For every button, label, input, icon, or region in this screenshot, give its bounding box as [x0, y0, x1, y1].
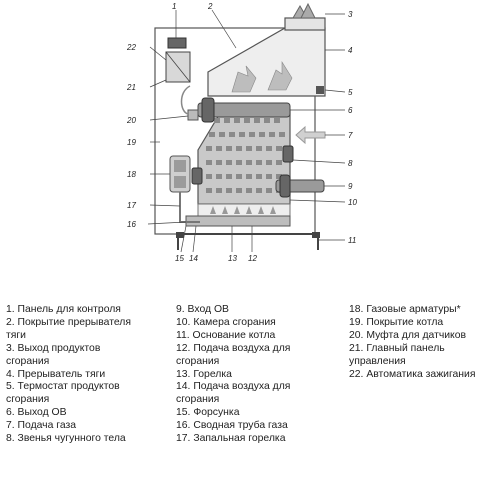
- legend-item: тяги: [6, 329, 26, 341]
- legend-item: управления: [349, 355, 406, 367]
- callout-21: 21: [126, 83, 136, 92]
- legend-item: сгорания: [176, 394, 220, 406]
- callout-4: 4: [348, 46, 353, 55]
- callout-14: 14: [189, 254, 198, 263]
- callout-5: 5: [348, 88, 353, 97]
- control-panel: [167, 37, 187, 49]
- body-side-nut: [191, 167, 203, 185]
- leader-lines: [147, 9, 346, 253]
- legend-item: 8. Звенья чугунного тела: [6, 433, 126, 445]
- flue-arrow-icon-2: [300, 2, 316, 19]
- callout-16: 16: [127, 220, 136, 229]
- callout-13: 13: [228, 254, 237, 263]
- callout-3: 3: [348, 10, 353, 19]
- callout-1: 1: [172, 2, 176, 11]
- legend-item: сгорания: [6, 355, 50, 367]
- callout-19: 19: [127, 138, 136, 147]
- legend-item: 2. Покрытие прерывателя: [6, 316, 131, 328]
- legend-item: 12. Подача воздуха для: [176, 342, 291, 354]
- legend-item: 4. Прерыватель тяги: [6, 368, 106, 380]
- burner-rail: [185, 215, 291, 227]
- callout-7: 7: [348, 131, 353, 140]
- legend-item: 6. Выход ОВ: [6, 407, 67, 419]
- body-side-nut-right: [282, 145, 294, 163]
- callout-17: 17: [127, 201, 136, 210]
- sensor-sleeve: [187, 109, 199, 121]
- legend-item: 18. Газовые арматуры*: [349, 304, 461, 315]
- legend-item: 7. Подача газа: [6, 420, 77, 432]
- legend-item: сгорания: [6, 394, 50, 406]
- legend-item: 19. Покрытие котла: [349, 316, 444, 328]
- flue-outlet: [284, 17, 326, 31]
- callout-6: 6: [348, 106, 353, 115]
- callout-9: 9: [348, 182, 353, 191]
- legend-item: 21. Главный панель: [349, 342, 445, 354]
- gas-flow-arrow-icon: [231, 65, 257, 93]
- callout-8: 8: [348, 159, 353, 168]
- boiler-diagram: 1 2 3 4 5 6 7 8 9 10 11 12 13 14 15 16 1…: [126, 2, 357, 263]
- legend-column-2: 9. Вход ОВ 10. Камера сгорания 11. Основ…: [176, 304, 290, 446]
- burner-flames: [210, 206, 276, 214]
- legend-item: 5. Термостат продуктов: [6, 381, 120, 393]
- callout-18: 18: [127, 170, 136, 179]
- callout-2: 2: [207, 2, 213, 11]
- gas-valve: [169, 155, 191, 193]
- legend-item: 17. Запальная горелка: [176, 433, 286, 445]
- callout-10: 10: [348, 198, 357, 207]
- legend-item: 15. Форсунка: [176, 407, 240, 419]
- flue-thermostat: [316, 86, 324, 94]
- legend-item: 1. Панель для контроля: [6, 304, 121, 315]
- legend-item: 3. Выход продуктов: [6, 342, 101, 354]
- gas-flow-arrow-icon-2: [267, 60, 293, 91]
- callout-20: 20: [126, 116, 136, 125]
- legend-item: 13. Горелка: [176, 368, 232, 380]
- gas-supply-arrow-icon: [295, 125, 326, 145]
- callout-15: 15: [175, 254, 184, 263]
- callout-12: 12: [248, 254, 257, 263]
- legend-item: 11. Основание котла: [176, 329, 276, 341]
- legend-column-3: 18. Газовые арматуры* 19. Покрытие котла…: [349, 304, 475, 381]
- legend-item: 10. Камера сгорания: [176, 316, 276, 328]
- legend-item: сгорания: [176, 355, 220, 367]
- callout-22: 22: [126, 43, 136, 52]
- legend-column-1: 1. Панель для контроля 2. Покрытие преры…: [6, 304, 131, 446]
- legend-item: 22. Автоматика зажигания: [349, 368, 476, 380]
- legend-item: 14. Подача воздуха для: [176, 381, 291, 393]
- legend-item: 16. Сводная труба газа: [176, 420, 288, 432]
- legend-item: 9. Вход ОВ: [176, 304, 229, 315]
- callout-11: 11: [348, 236, 356, 245]
- boiler-base: [177, 233, 319, 250]
- legend-item: 20. Муфта для датчиков: [349, 329, 467, 341]
- heat-exchanger-texture: [206, 118, 285, 193]
- pilot-tube: [180, 85, 191, 115]
